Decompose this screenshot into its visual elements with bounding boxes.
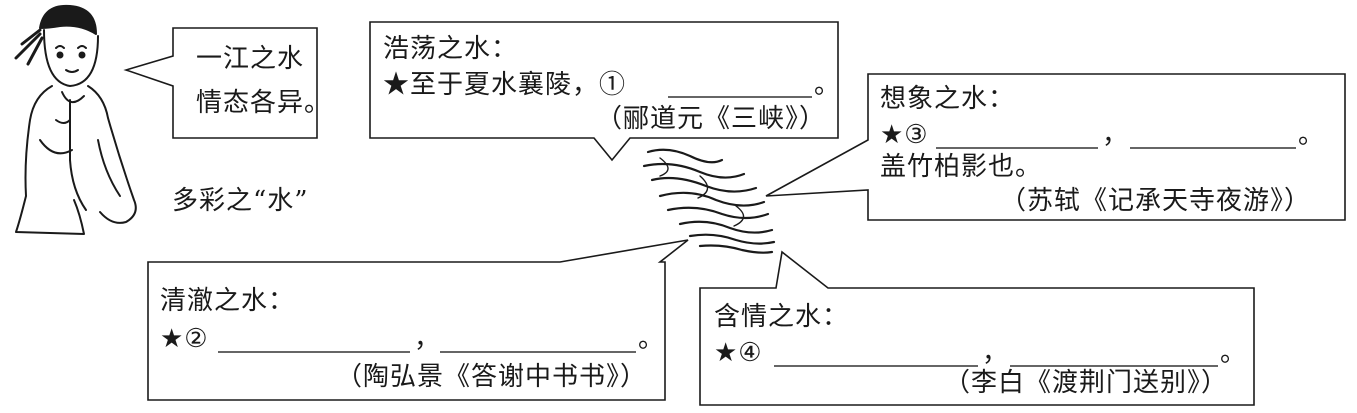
speech-line-1: 一江之水 <box>196 44 305 74</box>
box-xiangxiang-line3: 盖竹柏影也。 <box>880 152 1043 182</box>
box-xiangxiang-heading: 想象之水： <box>880 84 1016 114</box>
box-haodang-prefix: ★至于夏水襄陵，① <box>383 70 627 100</box>
box-hanqing-prefix: ★④ <box>714 338 763 368</box>
box-hanqing-comma: ， <box>982 338 1010 368</box>
box-haodang-heading: 浩荡之水： <box>383 34 519 64</box>
box-xiangxiang-source: （苏轼《记承天寺夜游》） <box>1000 186 1312 216</box>
box-haodang-outline <box>369 21 839 162</box>
speech-bubble <box>123 27 318 139</box>
box-qingche-source: （陶弘景《答谢中书书》） <box>336 362 648 392</box>
water-swirl-icon <box>642 148 776 254</box>
speech-line-2: 情态各异。 <box>196 88 332 118</box>
box-qingche-heading: 清澈之水： <box>160 286 296 316</box>
box-haodang-source: （郦道元《三峡》） <box>596 104 827 134</box>
box-xiangxiang-outline <box>765 73 1346 221</box>
box-hanqing-outline <box>699 250 1255 406</box>
box-hanqing-end: 。 <box>1220 338 1248 368</box>
box-qingche-prefix: ★② <box>160 324 209 354</box>
box-qingche-outline <box>147 239 689 401</box>
scholar-figure-icon <box>14 4 137 235</box>
box-xiangxiang-prefix: ★③ <box>880 120 929 150</box>
box-hanqing-heading: 含情之水： <box>714 302 850 332</box>
box-qingche-end: 。 <box>638 324 666 354</box>
box-xiangxiang-end: 。 <box>1298 120 1326 150</box>
box-xiangxiang-comma: ， <box>1102 120 1130 150</box>
box-haodang-end: 。 <box>814 70 842 100</box>
box-qingche-comma: ， <box>414 324 442 354</box>
center-title: 多彩之“水” <box>172 186 309 216</box>
box-hanqing-source: （李白《渡荆门送别》） <box>944 368 1229 398</box>
